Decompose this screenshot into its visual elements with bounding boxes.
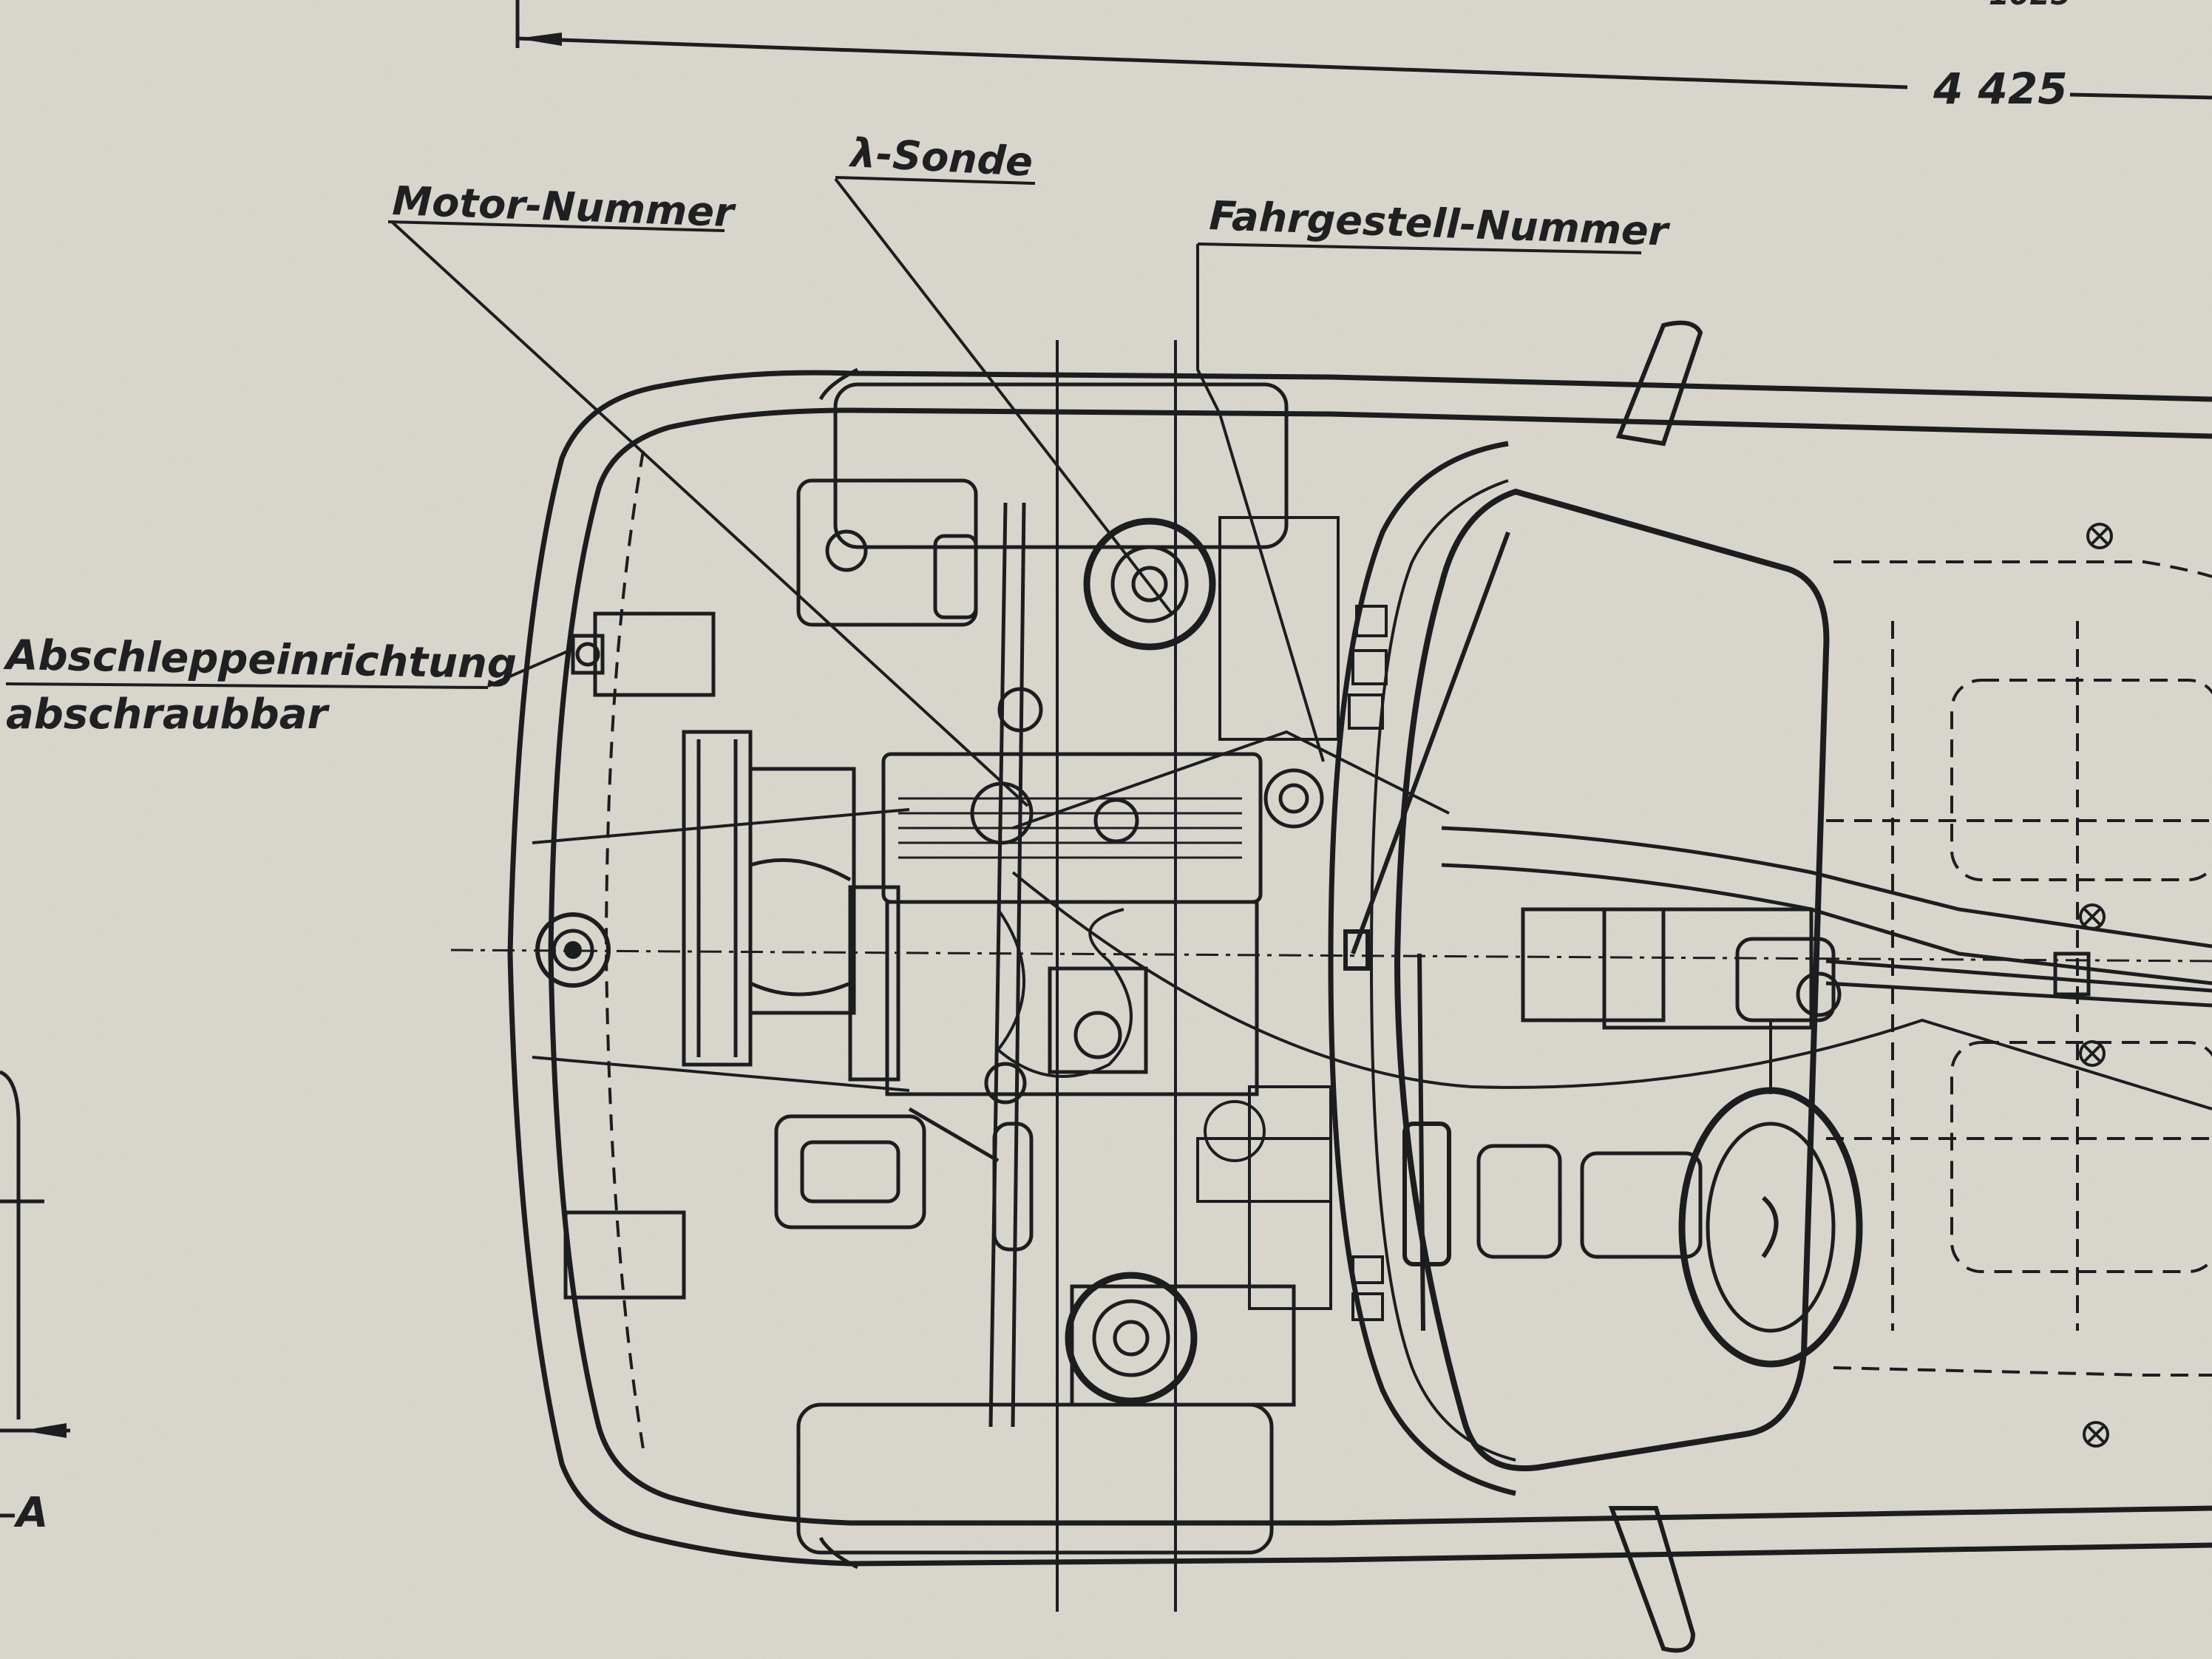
motor-nummer-underline [387,220,725,232]
windshield-frame [1394,489,1830,1472]
transmission-tunnel [1441,826,2212,1259]
tow-hook [571,611,716,697]
mirror-left [1615,320,1703,447]
front-left-wheel-well [796,382,1289,651]
front-cross-member [1056,340,1340,1612]
mirror-right [1608,1506,1696,1653]
air-filter-box [774,1107,1000,1229]
firewall [1328,441,1516,1496]
cabin-floor-dashed [1826,560,2212,1377]
wiper-left [1343,531,1510,971]
wiring-harness [1011,730,2212,1110]
steering-column-front [984,502,1043,1428]
dimension-value-4425: 4 425 [1933,64,2068,114]
section-marker-letter: A [13,1489,48,1537]
motor-nummer-leader [390,220,1029,807]
floor-screws [2079,523,2113,1448]
fahrgestell-underline [1197,242,1642,254]
engine-block [848,752,1324,1096]
front-fascia-lines [532,450,910,1450]
abschlepp-underline [5,682,489,689]
label-abschleppeinrichtung: Abschleppeinrichtung [3,631,518,688]
label-abschraubbar: abschraubbar [6,691,330,739]
fahrgestell-leader [1196,244,1325,762]
front-right-wheel-well [796,1272,1296,1555]
relay-blocks [1348,605,1388,1321]
steering-wheel [1678,1020,1863,1368]
dimension-value-top: 1025 [1989,0,2071,12]
section-marker-a [0,1070,70,1518]
dimension-line-4425 [515,0,2212,100]
radiator [682,730,856,1067]
rear-left-tow-box [563,1210,686,1300]
lambda-sonde-leader [834,177,1173,615]
label-lambda-sonde: λ-Sonde [847,129,1034,186]
lambda-sonde-underline [835,176,1036,185]
